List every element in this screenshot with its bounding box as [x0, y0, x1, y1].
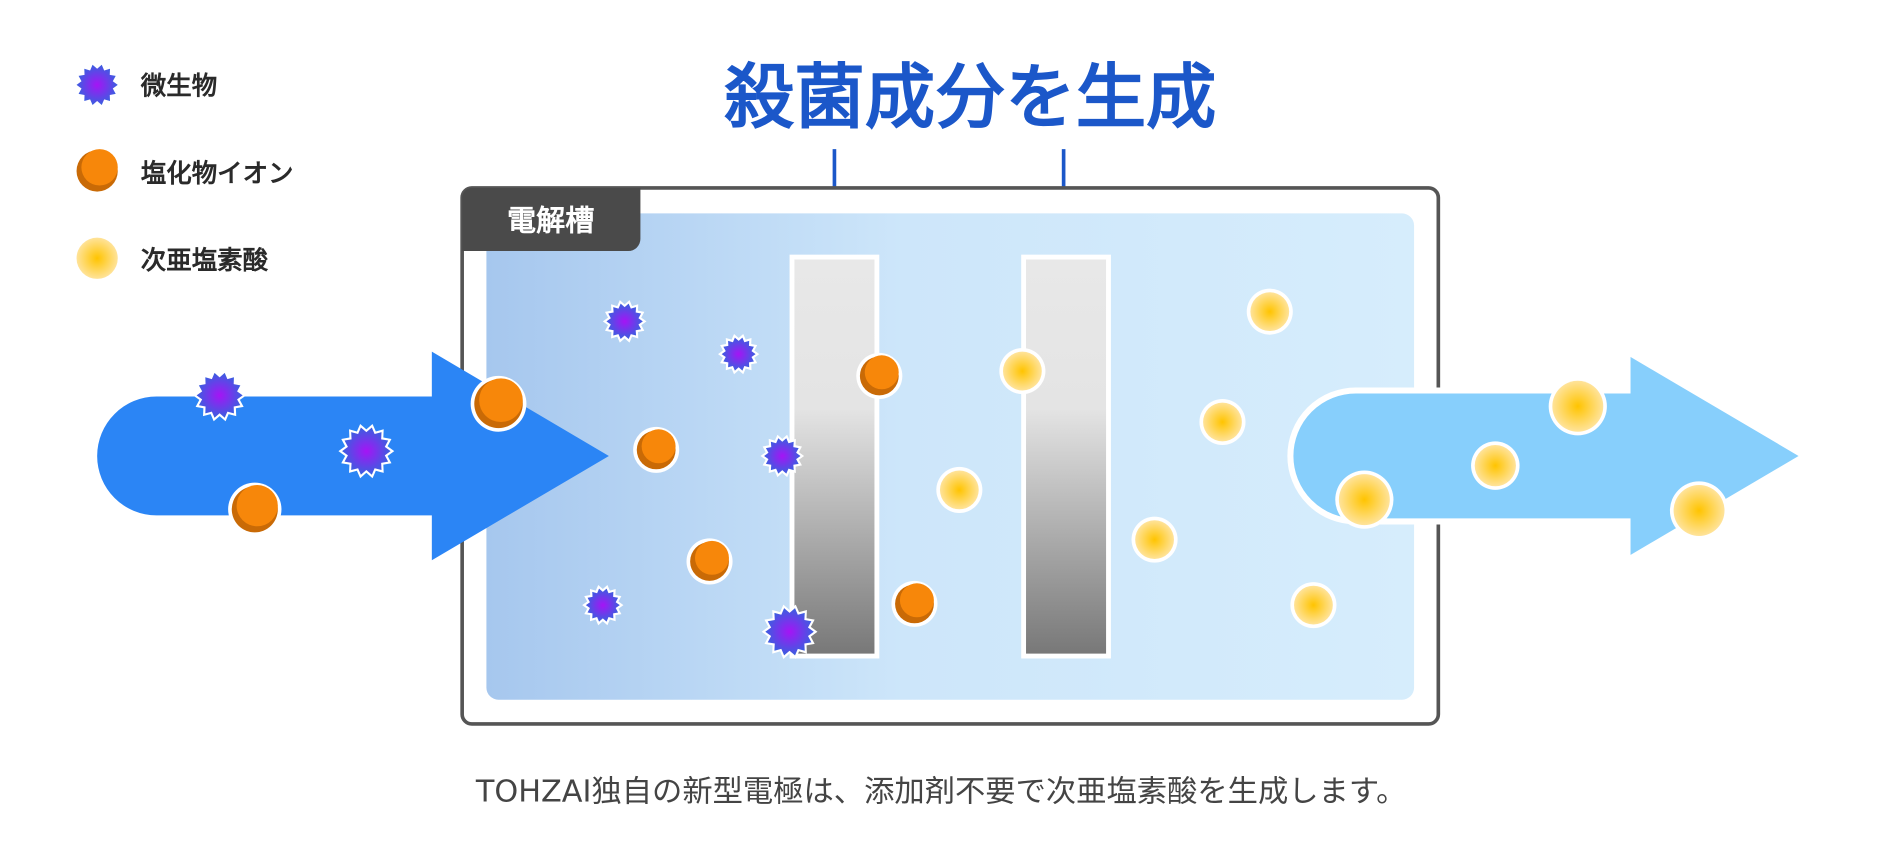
legend-chloride-ion-icon	[76, 149, 118, 192]
microbe-icon	[602, 300, 647, 343]
hypochlorous-acid-icon	[1548, 377, 1607, 436]
chloride-ion-icon	[686, 538, 733, 585]
microbe-icon	[338, 423, 395, 479]
legend: 微生物 塩化物イオン 次亜塩素酸	[76, 64, 294, 279]
legend-hypochlorous-label: 次亜塩素酸	[141, 246, 269, 276]
microbe-icon	[760, 434, 805, 478]
legend-microbe-label: 微生物	[140, 72, 217, 102]
chloride-ion-icon	[891, 580, 938, 627]
microbe-icon	[582, 584, 624, 626]
electrode-left	[789, 254, 880, 659]
hypochlorous-acid-icon	[999, 348, 1046, 395]
hypochlorous-acid-icon	[1199, 398, 1246, 446]
legend-hypochlorous-acid-icon	[76, 237, 118, 279]
legend-chloride-label: 塩化物イオン	[141, 159, 294, 189]
microbe-icon	[761, 604, 818, 659]
hypochlorous-acid-icon	[1335, 470, 1394, 529]
hypochlorous-acid-icon	[936, 466, 983, 513]
tank-label-tab	[462, 187, 641, 252]
chloride-ion-icon	[228, 482, 282, 536]
chloride-ion-icon	[470, 375, 527, 432]
microbe-icon	[718, 333, 760, 375]
hypochlorous-acid-icon	[1131, 516, 1178, 563]
hypochlorous-acid-icon	[1669, 481, 1729, 540]
caption: TOHZAI独自の新型電極は、添加剤不要で次亜塩素酸を生成します。	[475, 775, 1407, 810]
tank-water	[486, 213, 1415, 700]
diagram-title: 殺菌成分を生成	[724, 56, 1216, 138]
hypochlorous-acid-icon	[1246, 288, 1293, 335]
hypochlorous-acid-icon	[1471, 441, 1520, 490]
legend-microbe-icon	[76, 64, 118, 106]
electrode-right	[1021, 254, 1111, 659]
chloride-ion-icon	[856, 352, 903, 399]
microbe-icon	[192, 369, 247, 422]
chloride-ion-icon	[633, 426, 680, 473]
particles	[192, 288, 1729, 659]
tank-label: 電解槽	[507, 203, 594, 237]
hypochlorous-acid-icon	[1290, 582, 1337, 629]
